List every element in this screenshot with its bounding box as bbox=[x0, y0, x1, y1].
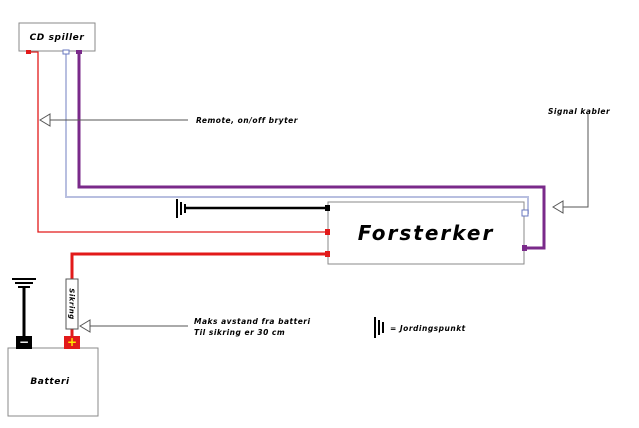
battery-positive-terminal bbox=[64, 336, 80, 349]
amplifier-remote-terminal bbox=[521, 209, 529, 217]
fuse-label: Sikring bbox=[68, 288, 76, 319]
battery-positive-symbol: + bbox=[67, 335, 77, 349]
max-distance-annotation-line1: Maks avstand fra batteri bbox=[194, 317, 311, 326]
legend-ground-icon bbox=[374, 317, 384, 338]
cd-player: CD spiller bbox=[18, 22, 96, 55]
remote-wire bbox=[65, 54, 529, 214]
cd-player-power-terminal bbox=[26, 50, 31, 54]
cd-player-remote-terminal bbox=[62, 49, 70, 55]
amplifier-ground-terminal bbox=[325, 205, 330, 211]
battery-label: Batteri bbox=[30, 377, 70, 387]
remote-annotation: Remote, on/off bryter bbox=[196, 116, 299, 125]
max-distance-arrow bbox=[79, 319, 188, 333]
battery-negative-terminal bbox=[16, 336, 32, 349]
ground-legend-text: = Jordingspunkt bbox=[390, 324, 466, 333]
battery-negative-symbol: − bbox=[19, 335, 29, 349]
cd-player-label: CD spiller bbox=[30, 33, 85, 43]
amplifier-signal-terminal bbox=[522, 245, 527, 251]
battery: Batteri − + bbox=[7, 335, 99, 417]
amplifier-ground-icon bbox=[176, 199, 186, 218]
amplifier: Forsterker bbox=[325, 201, 529, 265]
remote-arrow bbox=[39, 113, 188, 127]
signal-wire bbox=[77, 54, 546, 250]
fuse: Sikring bbox=[65, 278, 79, 330]
amplifier-main-power-terminal bbox=[325, 251, 330, 257]
signal-cables-annotation: Signal kabler bbox=[548, 107, 611, 116]
amplifier-label: Forsterker bbox=[358, 221, 495, 245]
battery-ground-icon bbox=[12, 278, 36, 288]
cd-player-signal-terminal bbox=[76, 50, 82, 54]
signal-cables-arrow bbox=[552, 114, 589, 214]
max-distance-annotation-line2: Til sikring er 30 cm bbox=[194, 328, 285, 337]
cd-power-wire bbox=[29, 51, 328, 233]
amplifier-remote-power-terminal bbox=[325, 229, 330, 235]
